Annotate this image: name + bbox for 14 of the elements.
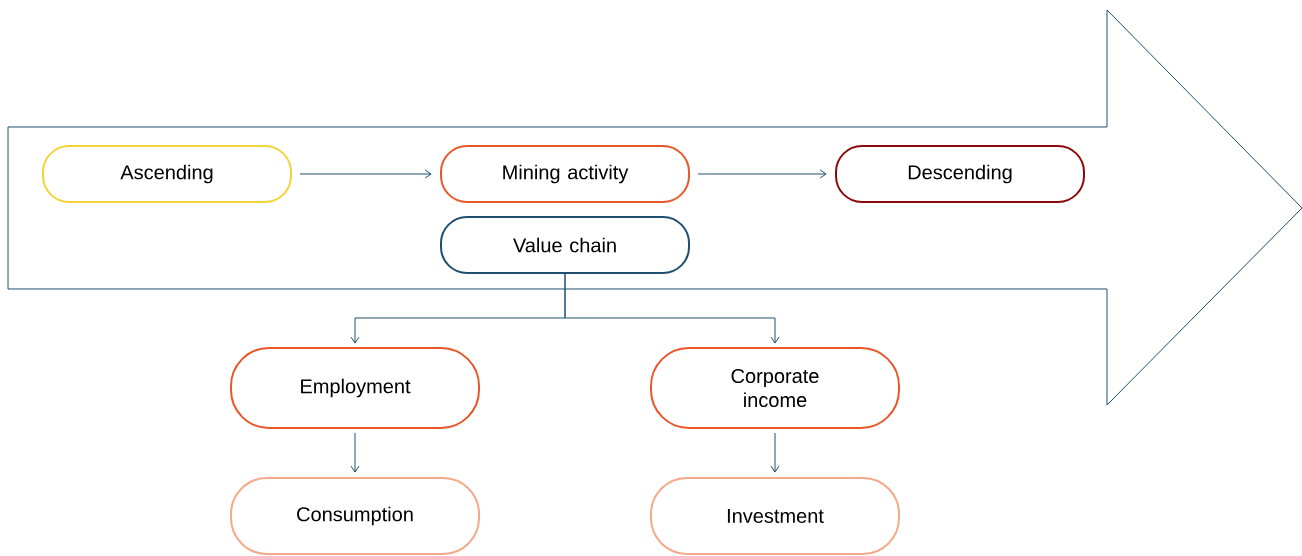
process-box: Consumption bbox=[230, 477, 480, 555]
arrow bbox=[350, 432, 360, 473]
process-box: Corporate income bbox=[650, 347, 900, 429]
arrow bbox=[697, 169, 827, 179]
block-arrow bbox=[7, 9, 1302, 406]
arrow bbox=[299, 169, 432, 179]
process-box: Ascending bbox=[42, 145, 292, 203]
process-box: Mining activity bbox=[440, 145, 690, 203]
process-box: Value chain bbox=[440, 216, 690, 274]
arrow bbox=[564, 273, 780, 344]
process-box: Descending bbox=[835, 145, 1085, 203]
process-box: Investment bbox=[650, 477, 900, 555]
arrow bbox=[770, 432, 780, 473]
process-box: Employment bbox=[230, 347, 480, 429]
